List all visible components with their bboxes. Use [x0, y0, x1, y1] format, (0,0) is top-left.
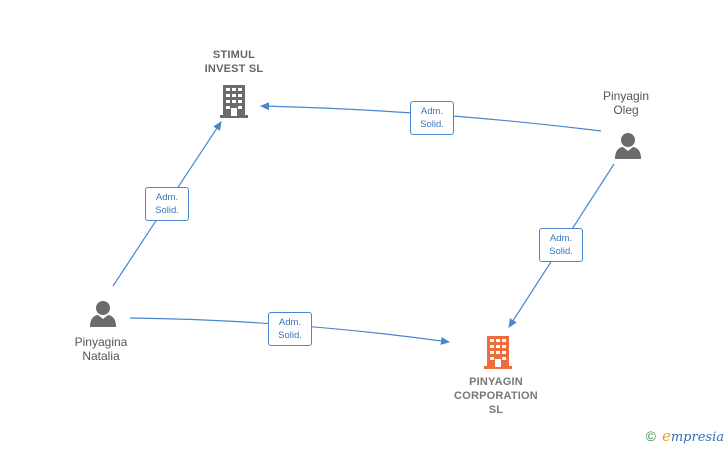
edge-label-oleg-corp[interactable]: Adm. Solid. [539, 228, 583, 262]
edge-label-line: Solid. [278, 330, 302, 341]
company-name-line: STIMUL [212, 49, 256, 61]
brand-name: mpresia [670, 430, 724, 445]
company-name-line: PINYAGIN [469, 376, 523, 388]
person-label-pinyagina-natalia[interactable]: Pinyagina Natalia [60, 335, 142, 363]
company-label-stimul-invest[interactable]: STIMUL INVEST SL [184, 48, 284, 76]
footer-branding: © empresia [646, 427, 724, 445]
company-name-line: INVEST SL [204, 63, 264, 75]
person-label-pinyagin-oleg[interactable]: Pinyagin Oleg [586, 89, 666, 117]
edge-label-line: Adm. [549, 233, 573, 244]
edge-label-natalia-stimul[interactable]: Adm. Solid. [145, 187, 189, 221]
edge-label-line: Adm. [155, 192, 179, 203]
person-icon [90, 301, 116, 327]
edge-label-line: Solid. [549, 246, 573, 257]
brand-logo[interactable]: empresia [662, 427, 724, 445]
edge-label-line: Adm. [278, 317, 302, 328]
edge-label-line: Solid. [155, 205, 179, 216]
company-label-pinyagin-corporation[interactable]: PINYAGIN CORPORATION SL [436, 375, 556, 417]
brand-initial: e [661, 427, 671, 445]
copyright-icon: © [645, 428, 656, 444]
person-icon [615, 133, 641, 159]
building-icon [220, 85, 248, 118]
person-name-line: Pinyagin [602, 89, 650, 103]
edge-label-line: Solid. [420, 119, 444, 130]
company-name-line: SL [488, 404, 504, 416]
person-name-line: Pinyagina [74, 335, 128, 349]
edge-label-oleg-stimul[interactable]: Adm. Solid. [410, 101, 454, 135]
edge-label-line: Adm. [420, 106, 444, 117]
person-name-line: Natalia [82, 349, 120, 363]
company-name-line: CORPORATION [454, 390, 538, 402]
person-name-line: Oleg [613, 103, 639, 117]
edge-label-natalia-corp[interactable]: Adm. Solid. [268, 312, 312, 346]
building-icon [484, 336, 512, 369]
